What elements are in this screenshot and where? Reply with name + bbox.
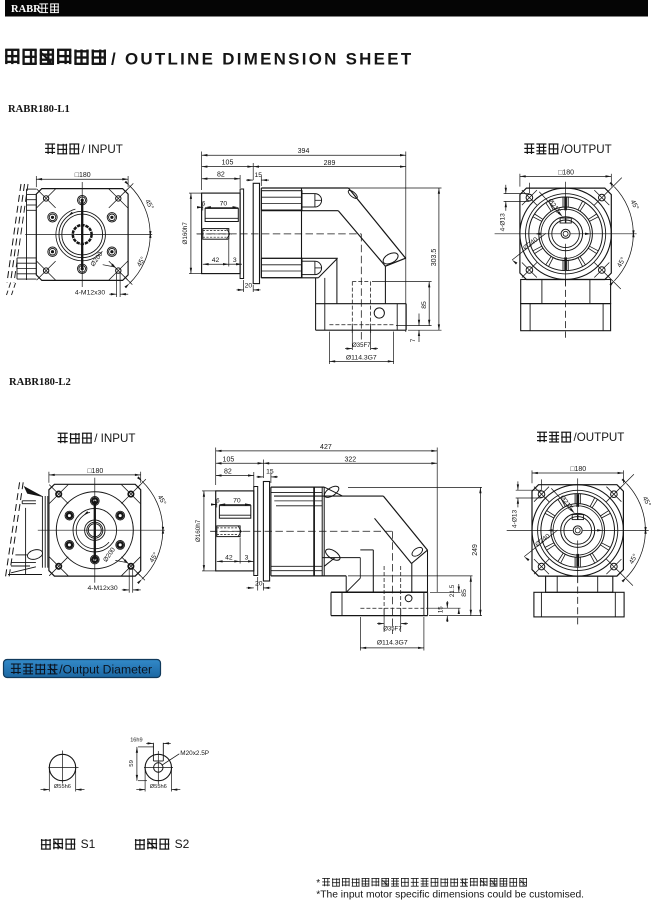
svg-text:/ INPUT: / INPUT [82,143,123,156]
svg-text:105: 105 [222,160,234,167]
svg-text:70: 70 [220,200,228,207]
svg-text:Ø160h7: Ø160h7 [195,519,202,542]
svg-text:Ø114.3G7: Ø114.3G7 [346,355,377,362]
svg-text:249: 249 [472,544,479,556]
svg-text:15: 15 [255,172,263,179]
svg-text:Ø35F7: Ø35F7 [383,627,402,633]
svg-text:289: 289 [324,160,336,167]
svg-text:85: 85 [421,301,428,309]
svg-text:303.5: 303.5 [431,249,438,267]
svg-text:7: 7 [410,338,417,342]
svg-text:21.5: 21.5 [449,584,456,597]
svg-text:42: 42 [225,554,233,561]
svg-text:/OUTPUT: /OUTPUT [574,431,625,444]
svg-text:82: 82 [224,469,232,476]
svg-text:RABR: RABR [11,4,41,15]
svg-text:RABR180-L2: RABR180-L2 [9,377,71,388]
svg-text:□180: □180 [558,169,574,176]
svg-text:/OUTPUT: /OUTPUT [561,143,612,156]
svg-text:*The input motor specific dime: *The input motor specific dimensions cou… [316,889,584,900]
svg-text:□180: □180 [570,466,586,473]
svg-text:/ OUTLINE DIMENSION SHEET: / OUTLINE DIMENSION SHEET [111,50,413,69]
svg-text:15: 15 [438,606,445,613]
svg-text:Ø160h7: Ø160h7 [182,222,189,245]
svg-text:322: 322 [344,456,356,463]
svg-text:S1: S1 [81,837,96,851]
svg-text:/Output Diameter: /Output Diameter [59,663,152,677]
svg-text:70: 70 [233,498,241,505]
svg-text:4-M12x30: 4-M12x30 [75,289,105,296]
svg-text:□180: □180 [87,468,103,475]
svg-text:6: 6 [216,498,220,505]
svg-text:16h9: 16h9 [130,738,142,744]
svg-text:42: 42 [212,257,220,264]
svg-text:4-Ø13: 4-Ø13 [511,509,518,527]
svg-text:6: 6 [202,200,206,207]
svg-text:20: 20 [255,581,263,588]
svg-text:/ INPUT: / INPUT [94,432,135,445]
svg-text:Ø35F7: Ø35F7 [352,343,371,349]
svg-text:105: 105 [223,456,235,463]
svg-text:82: 82 [217,172,225,179]
svg-text:Ø55h6: Ø55h6 [54,784,71,790]
svg-text:Ø55h6: Ø55h6 [150,784,167,790]
svg-text:S2: S2 [175,837,190,851]
svg-text:RABR180-L1: RABR180-L1 [8,104,70,115]
svg-text:394: 394 [298,148,310,155]
svg-text:15: 15 [266,469,274,476]
svg-text:59: 59 [129,760,135,767]
svg-text:85: 85 [461,589,468,597]
svg-text:M20x2.5P: M20x2.5P [180,750,209,757]
svg-text:Ø114.3G7: Ø114.3G7 [377,639,408,646]
svg-text:4-M12x30: 4-M12x30 [87,585,117,592]
svg-text:3: 3 [233,257,237,264]
svg-text:*: * [316,878,320,889]
svg-text:□180: □180 [75,172,91,179]
svg-text:3: 3 [245,554,249,561]
svg-text:4-Ø13: 4-Ø13 [499,213,506,231]
svg-text:427: 427 [320,444,332,451]
svg-text:20: 20 [245,283,253,290]
